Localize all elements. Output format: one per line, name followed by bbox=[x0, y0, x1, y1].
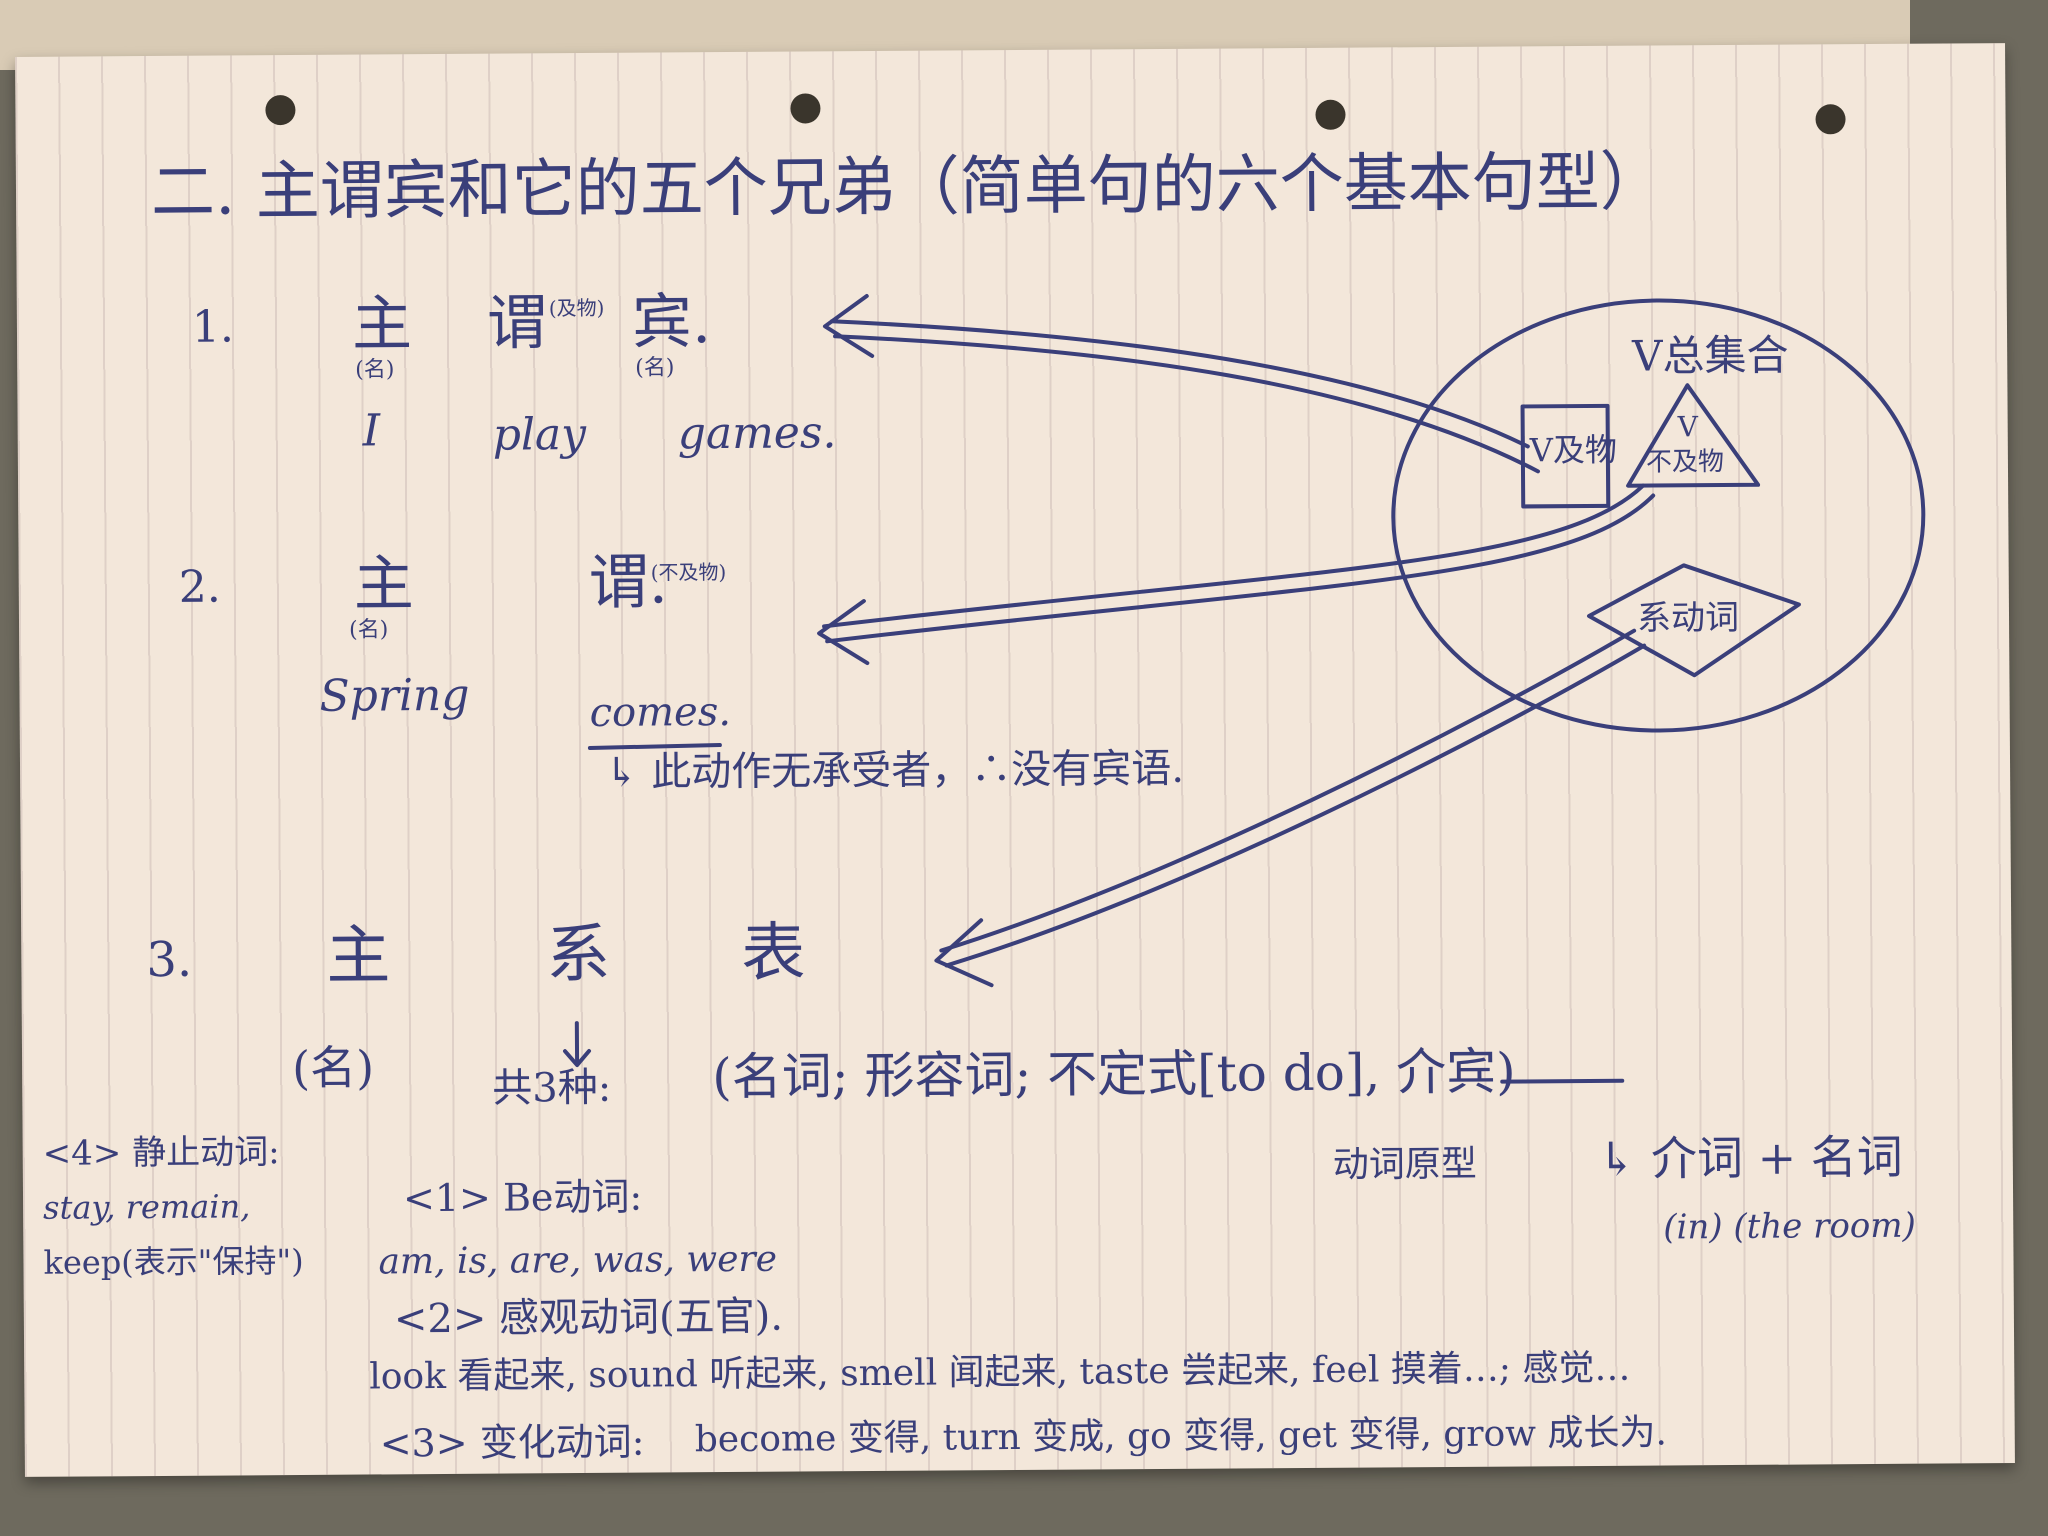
pattern-1-example-verb: play bbox=[492, 408, 587, 461]
intransitive-triangle bbox=[1626, 383, 1761, 488]
pattern-2-subject: 主 bbox=[353, 549, 415, 620]
pattern-1-verb: 谓 bbox=[486, 288, 548, 359]
linking-diamond bbox=[1587, 563, 1801, 678]
static-verbs-extra: keep(表示"保持") bbox=[43, 1241, 304, 1282]
pattern-3-prep-note: ↳ 介词 + 名词 bbox=[1597, 1129, 1903, 1186]
sense-verbs-words: look 看起来, sound 听起来, smell 闻起来, taste 尝起… bbox=[369, 1347, 1631, 1398]
pattern-2-subject-note: (名) bbox=[348, 617, 389, 643]
pattern-1-example-subject: I bbox=[362, 405, 381, 457]
pattern-1-subject-note: (名) bbox=[355, 357, 395, 383]
linking-verb-label: 系动词 bbox=[1636, 597, 1740, 639]
pattern-3-do-note: 动词原型 bbox=[1332, 1143, 1477, 1186]
intransitive-label: 不及物 bbox=[1645, 447, 1725, 478]
static-verbs-words: stay, remain, bbox=[42, 1187, 251, 1227]
change-verbs-words: become 变得, turn 变成, go 变得, get 变得, grow … bbox=[694, 1412, 1668, 1461]
pattern-3-predicative-list: (名词; 形容词; 不定式[to do], 介宾) bbox=[712, 1042, 1516, 1107]
pattern-2-verb-note: (不及物) bbox=[650, 560, 727, 585]
be-verbs-heading: <1> Be动词: bbox=[402, 1174, 643, 1221]
static-verbs-heading: <4> 静止动词: bbox=[42, 1132, 280, 1174]
sense-verbs-heading: <2> 感观动词(五官). bbox=[393, 1293, 784, 1343]
change-verbs-heading: <3> 变化动词: bbox=[379, 1419, 645, 1466]
pattern-1-object: 宾. bbox=[631, 287, 712, 358]
pattern-3-subject: 主 bbox=[326, 919, 391, 994]
hand-drawn-diagram bbox=[563, 294, 1926, 1084]
pattern-2-example-subject: Spring bbox=[319, 669, 470, 722]
intransitive-v-label: V bbox=[1677, 410, 1699, 444]
transitive-label: V及物 bbox=[1529, 430, 1618, 470]
arrow-pattern-2 bbox=[822, 483, 1646, 629]
pattern-1-object-note: (名) bbox=[635, 355, 675, 381]
pattern-1-verb-note: (及物) bbox=[548, 295, 605, 321]
pattern-3-subject-note: (名) bbox=[291, 1040, 375, 1096]
verb-set-circle bbox=[1391, 298, 1926, 733]
be-verbs-words: am, is, are, was, were bbox=[378, 1238, 778, 1283]
arrow-pattern-1 bbox=[829, 319, 1530, 449]
pattern-3-linking-note: 共3种: bbox=[492, 1064, 612, 1112]
pattern-1-number: 1. bbox=[191, 301, 235, 353]
arrow-pattern-3 bbox=[939, 628, 1637, 953]
pattern-3-number: 3. bbox=[146, 931, 193, 989]
pattern-3-prep-example: (in) (the room) bbox=[1663, 1205, 1916, 1248]
pattern-3-predicative: 表 bbox=[741, 916, 806, 991]
pattern-1-subject: 主 bbox=[351, 289, 413, 360]
notebook-page: 二. 主谓宾和它的五个兄弟（简单句的六个基本句型） 1. 主 (名) 谓 (及物… bbox=[15, 43, 2015, 1477]
pattern-1-example-object: games. bbox=[677, 407, 837, 460]
pattern-2-example-verb: comes. bbox=[589, 688, 732, 736]
pattern-3-linking: 系 bbox=[546, 917, 611, 993]
pattern-2-number: 2. bbox=[178, 561, 221, 613]
page-title: 二. 主谓宾和它的五个兄弟（简单句的六个基本句型） bbox=[150, 145, 1664, 231]
pattern-2-comment: ↳ 此动作无承受者，∴没有宾语. bbox=[604, 745, 1185, 796]
transitive-box bbox=[1520, 403, 1611, 509]
verb-set-label: V总集合 bbox=[1632, 330, 1789, 381]
